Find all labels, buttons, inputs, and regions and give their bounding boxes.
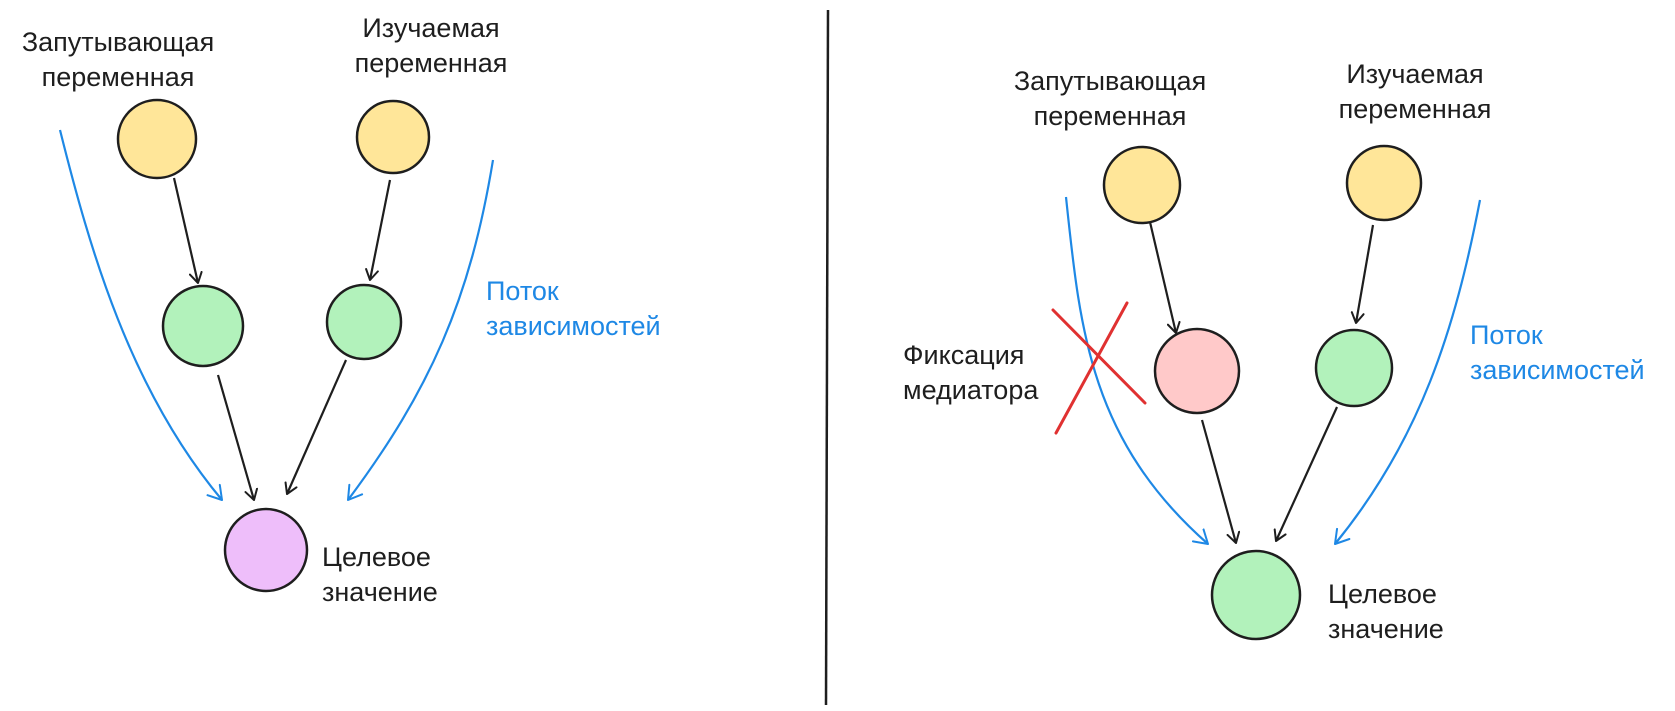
left-flow-curve-2	[347, 159, 495, 501]
right-target-node	[1210, 549, 1302, 641]
left-arrow-mediator1-target	[216, 374, 258, 501]
right-arrow-mediator1-target	[1200, 419, 1241, 544]
right-mediator-node-2	[1314, 328, 1394, 408]
left-studied-label: Изучаемая переменная	[354, 13, 508, 78]
right-arrow-studied-mediator	[1350, 224, 1375, 324]
panel-divider	[824, 9, 830, 706]
left-target-node	[223, 507, 309, 593]
left-arrow-mediator2-target	[284, 359, 348, 495]
right-panel	[1051, 144, 1482, 641]
right-flow-curve-1	[1064, 196, 1209, 545]
blocked-cross-stroke-2	[1054, 301, 1129, 435]
right-confounder-node	[1102, 145, 1182, 225]
left-target-label: Целевое значение	[322, 542, 438, 607]
left-panel	[58, 98, 495, 593]
right-studied-label: Изучаемая переменная	[1338, 59, 1492, 124]
left-mediator-node-2	[325, 283, 403, 361]
right-arrow-confounder-mediator	[1148, 221, 1181, 334]
left-flow-curve-1	[58, 129, 223, 501]
left-confounder-label: Запутывающая переменная	[21, 27, 215, 92]
right-studied-node	[1345, 144, 1423, 222]
right-arrow-mediator2-target	[1273, 406, 1339, 542]
right-confounder-label: Запутывающая переменная	[1013, 66, 1207, 131]
left-flow-label: Поток зависимостей	[486, 276, 661, 341]
right-flow-curve-2	[1334, 199, 1482, 545]
right-mediator-label: Фиксация медиатора	[903, 340, 1039, 405]
right-target-label: Целевое значение	[1328, 579, 1444, 644]
left-mediator-node-1	[161, 284, 245, 368]
right-flow-label: Поток зависимостей	[1470, 320, 1645, 385]
left-studied-node	[355, 99, 431, 175]
left-confounder-node	[116, 98, 198, 180]
right-fixed-mediator-node	[1153, 327, 1241, 415]
left-arrow-studied-mediator	[365, 179, 392, 281]
left-arrow-confounder-mediator	[172, 177, 203, 284]
